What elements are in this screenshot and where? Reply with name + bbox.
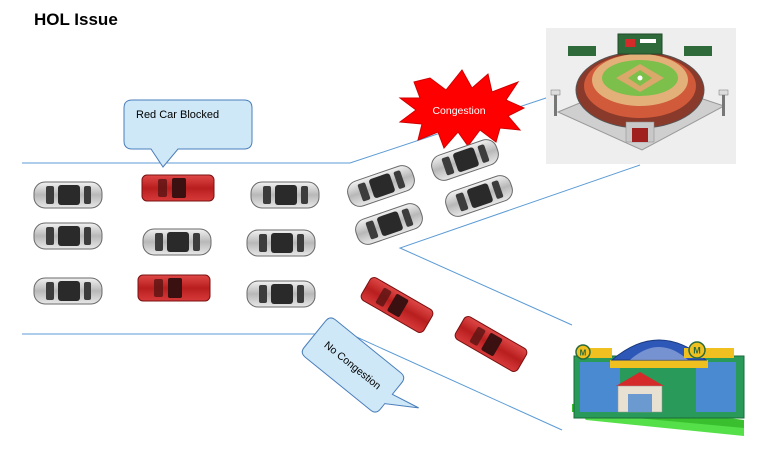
cars-in-lane: [33, 174, 320, 308]
red-car-blocked-callout: Red Car Blocked: [123, 99, 253, 168]
red-car: [358, 275, 436, 335]
cars-to-mall: [358, 275, 530, 374]
callout-shape: [301, 317, 419, 413]
stadium-icon: [546, 28, 736, 164]
silver-car: [142, 228, 212, 256]
mall-icon: M M: [572, 339, 745, 436]
silver-car: [352, 200, 426, 248]
congestion-burst: Congestion: [398, 69, 526, 149]
silver-car: [33, 181, 103, 209]
red-car-blocked-label: Red Car Blocked: [136, 109, 219, 121]
svg-text:M: M: [580, 349, 587, 358]
svg-text:M: M: [693, 346, 701, 356]
silver-car: [344, 162, 418, 210]
silver-car: [33, 222, 103, 250]
no-congestion-callout: No Congestion: [301, 317, 419, 413]
cars-to-stadium: [344, 136, 516, 248]
silver-car: [246, 280, 316, 308]
callout-shape: [123, 99, 253, 168]
silver-car: [246, 229, 316, 257]
red-car-blocked: [141, 174, 215, 202]
congestion-label: Congestion: [432, 105, 485, 117]
page-title: HOL Issue: [34, 10, 118, 29]
lane-line-middle: [398, 164, 641, 326]
red-car: [452, 314, 530, 374]
silver-car: [250, 181, 320, 209]
red-car: [137, 274, 211, 302]
burst-shape: [398, 69, 526, 149]
silver-car: [428, 136, 502, 184]
silver-car: [33, 277, 103, 305]
